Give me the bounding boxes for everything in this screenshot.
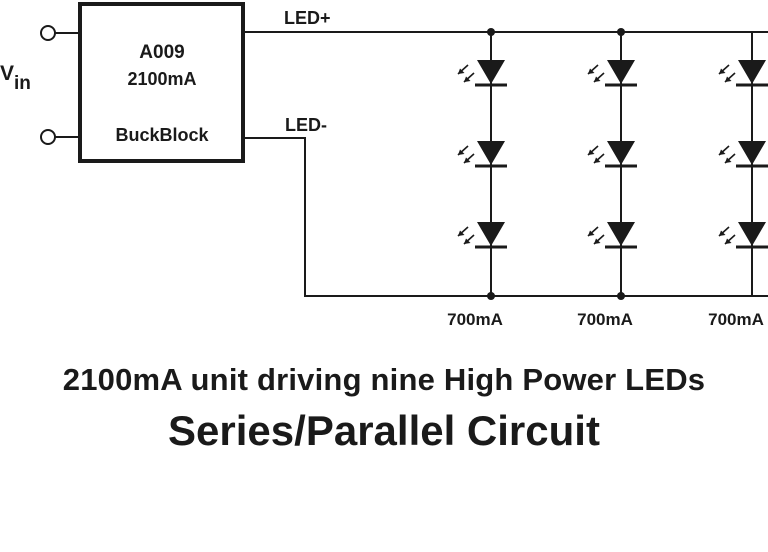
vin-label: Vin [0,62,31,94]
led-columns: 700mA 700mA 700mA [447,28,768,329]
column-current-label: 700mA [708,310,764,329]
caption-line-2: Series/Parallel Circuit [168,407,600,454]
led-diode [605,60,637,87]
vin-positive-terminal [40,25,56,41]
led-minus-label: LED- [285,115,327,135]
led-diode [475,141,507,168]
vin-negative-terminal [40,129,56,145]
column-current-label: 700mA [577,310,633,329]
light-emission-icon [457,64,475,83]
junction-dot [617,28,625,36]
light-emission-icon [587,64,605,83]
junction-dot [487,28,495,36]
led-diode [736,222,768,249]
module-name: BuckBlock [115,125,209,145]
light-emission-icon [718,145,736,164]
buckblock-module [78,2,245,163]
junction-dot [487,292,495,300]
led-diode [605,222,637,249]
led-diode [475,222,507,249]
led-diode [736,60,768,87]
led-minus-wire [243,137,768,297]
light-emission-icon [718,64,736,83]
vin-label-sub: in [14,73,31,94]
led-diode [736,141,768,168]
vin-label-main: V [0,62,14,85]
light-emission-icon [457,145,475,164]
light-emission-icon [718,226,736,245]
caption-line-1: 2100mA unit driving nine High Power LEDs [62,362,706,397]
light-emission-icon [457,226,475,245]
module-current-rating: 2100mA [127,69,196,89]
light-emission-icon [587,226,605,245]
module-part-number: A009 [139,42,184,63]
led-diode [475,60,507,87]
led-diode [605,141,637,168]
column-current-label: 700mA [447,310,503,329]
light-emission-icon [587,145,605,164]
junction-dot [617,292,625,300]
led-plus-label: LED+ [284,8,331,28]
